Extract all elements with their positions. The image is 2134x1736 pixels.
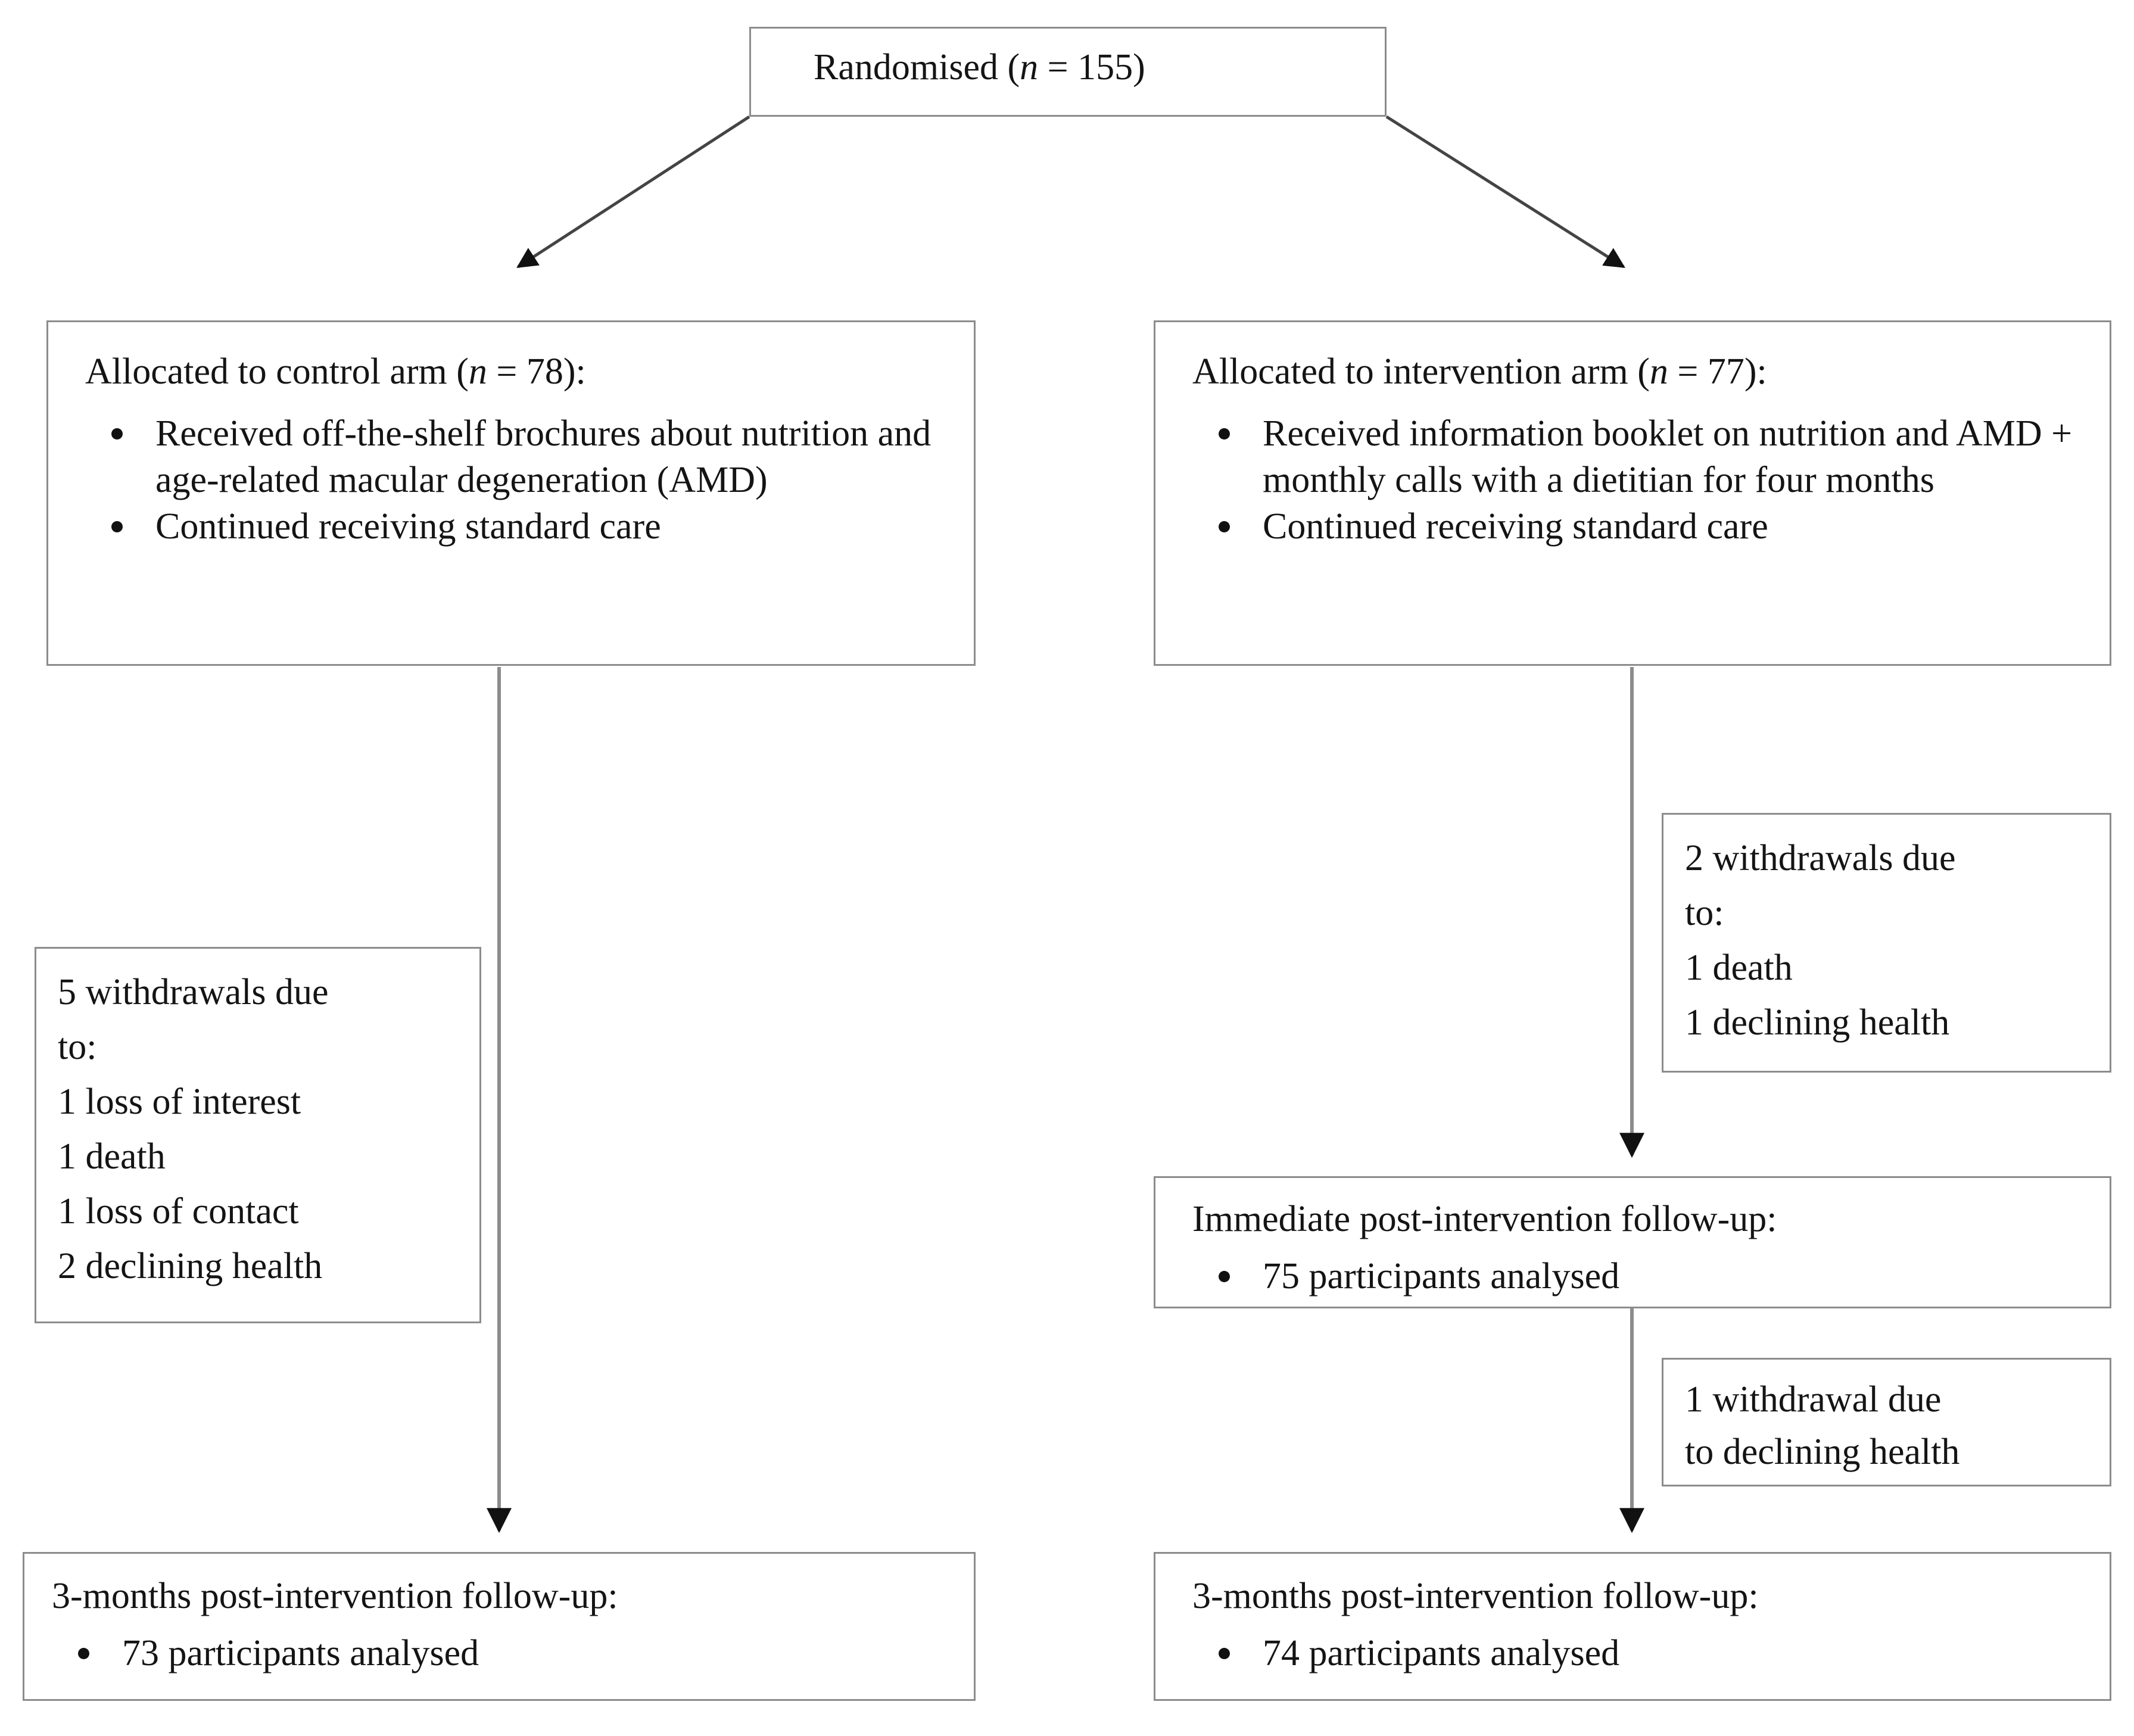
list-item: Continued receiving standard care	[85, 503, 943, 550]
list-item-label: 74 participants analysed	[1263, 1633, 1620, 1673]
withdrawal-line: 2 withdrawals due	[1685, 838, 1956, 878]
node-intervention-withdrawals[interactable]: 2 withdrawals due to: 1 death 1 declinin…	[1662, 813, 2111, 1073]
control-followup-3m-heading: 3-months post-intervention follow-up:	[52, 1576, 618, 1616]
withdrawal-line: to:	[1685, 893, 1724, 933]
intervention-followup-3m-heading: 3-months post-intervention follow-up:	[1192, 1576, 1759, 1616]
list-item: Received information booklet on nutritio…	[1192, 410, 2080, 503]
list-item-label: 73 participants analysed	[122, 1633, 479, 1673]
list-item: 73 participants analysed	[52, 1630, 939, 1676]
intervention-arm-heading: Allocated to intervention arm (n = 77):	[1192, 351, 1767, 392]
immediate-followup-heading: Immediate post-intervention follow-up:	[1192, 1199, 1777, 1239]
withdrawal-line: 1 loss of interest	[58, 1082, 301, 1122]
list-item: Received off-the-shelf brochures about n…	[85, 410, 943, 503]
withdrawal-line: to:	[58, 1027, 97, 1067]
bullet-dot-icon	[1219, 1271, 1230, 1282]
withdrawal-line: 1 death	[1685, 948, 1793, 988]
node-immediate-followup[interactable]: Immediate post-intervention follow-up: 7…	[1154, 1176, 2111, 1308]
withdrawal-line: 1 declining health	[1685, 1002, 1950, 1043]
bullet-dot-icon	[1219, 521, 1230, 532]
list-item: Continued receiving standard care	[1192, 503, 2080, 550]
immediate-followup-bullets: 75 participants analysed	[1192, 1253, 2080, 1299]
withdrawal-line: 1 withdrawal due	[1685, 1379, 1942, 1420]
node-control-withdrawals[interactable]: 5 withdrawals due to: 1 loss of interest…	[35, 947, 481, 1323]
edge-randomised-to-control	[516, 115, 750, 269]
node-intervention-withdrawal-late[interactable]: 1 withdrawal due to declining health	[1662, 1358, 2111, 1486]
node-intervention-followup-3m[interactable]: 3-months post-intervention follow-up: 74…	[1154, 1552, 2111, 1701]
list-item-label: 75 participants analysed	[1263, 1256, 1620, 1296]
withdrawal-line: to declining health	[1685, 1432, 1960, 1472]
bullet-dot-icon	[78, 1648, 89, 1659]
list-item: 75 participants analysed	[1192, 1253, 2080, 1299]
edge-randomised-to-intervention	[1385, 115, 1625, 269]
list-item-label: Received off-the-shelf brochures about n…	[155, 413, 932, 500]
intervention-arm-bullets: Received information booklet on nutritio…	[1192, 410, 2080, 550]
bullet-dot-icon	[111, 428, 123, 440]
withdrawal-line: 2 declining health	[58, 1246, 323, 1286]
node-randomised[interactable]: Randomised (n = 155)	[749, 27, 1387, 117]
control-arm-bullets: Received off-the-shelf brochures about n…	[85, 410, 943, 550]
list-item: 74 participants analysed	[1192, 1630, 2080, 1676]
withdrawal-line: 5 withdrawals due	[58, 972, 329, 1012]
bullet-dot-icon	[111, 521, 123, 532]
list-item-label: Continued receiving standard care	[1263, 506, 1768, 547]
withdrawal-line: 1 death	[58, 1136, 166, 1177]
node-control-followup-3m[interactable]: 3-months post-intervention follow-up: 73…	[23, 1552, 976, 1701]
intervention-followup-3m-bullets: 74 participants analysed	[1192, 1630, 2080, 1676]
node-intervention-arm[interactable]: Allocated to intervention arm (n = 77): …	[1154, 320, 2111, 666]
bullet-dot-icon	[1219, 1648, 1230, 1659]
list-item-label: Received information booklet on nutritio…	[1263, 413, 2073, 500]
bullet-dot-icon	[1219, 428, 1230, 440]
control-followup-3m-bullets: 73 participants analysed	[52, 1630, 939, 1676]
node-control-arm[interactable]: Allocated to control arm (n = 78): Recei…	[46, 320, 976, 666]
control-arm-heading: Allocated to control arm (n = 78):	[85, 351, 586, 392]
randomised-label: Randomised (n = 155)	[814, 47, 1145, 88]
withdrawal-line: 1 loss of contact	[58, 1191, 299, 1232]
list-item-label: Continued receiving standard care	[155, 506, 661, 547]
